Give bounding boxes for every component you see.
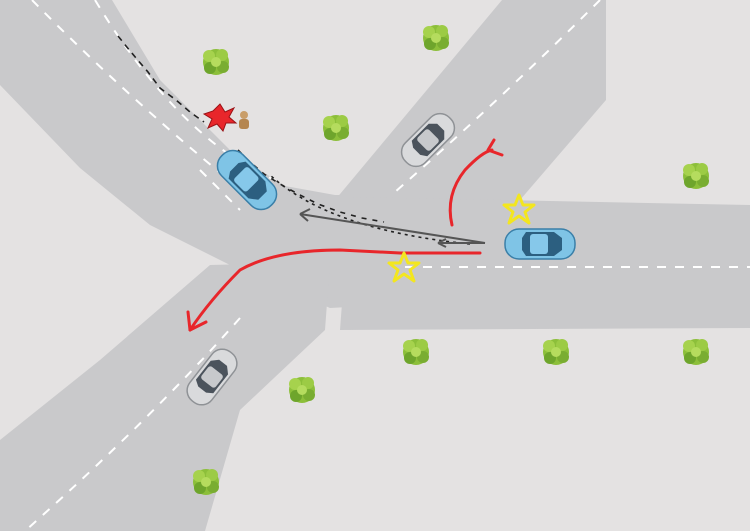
trajectory-arrow-line [299,213,486,244]
route-turn-left [188,248,482,332]
trajectory-arrowhead [299,208,311,222]
star-icon [387,251,421,283]
skid-trace-upper [117,35,205,123]
route-turn-right [448,148,494,227]
bush-icon [543,339,569,365]
route-turn-left-head [186,310,208,332]
lane-dash-upper-left-edge [94,0,276,181]
lane-markings [24,0,750,531]
bush-icon [323,115,349,141]
bush-icon [289,377,315,403]
road-east [340,197,750,330]
bush-icon [203,49,229,75]
bush-icon [403,339,429,365]
bush-icon [423,25,449,51]
route-arrows [186,138,504,332]
star-icon [502,193,536,225]
lane-dash-upper-left-center [31,0,261,206]
collision-icon [202,103,238,132]
lane-dash-lower-left-center [24,317,241,531]
bush-icon [193,469,219,495]
blue-car-icon [504,228,576,260]
route-turn-right-head [486,138,504,157]
bush-icon [683,163,709,189]
road-lower-left [0,262,330,531]
trajectory-arrow-mid [437,238,485,248]
pedestrian-icon [239,111,249,129]
stars [387,193,536,283]
bush-icon [683,339,709,365]
